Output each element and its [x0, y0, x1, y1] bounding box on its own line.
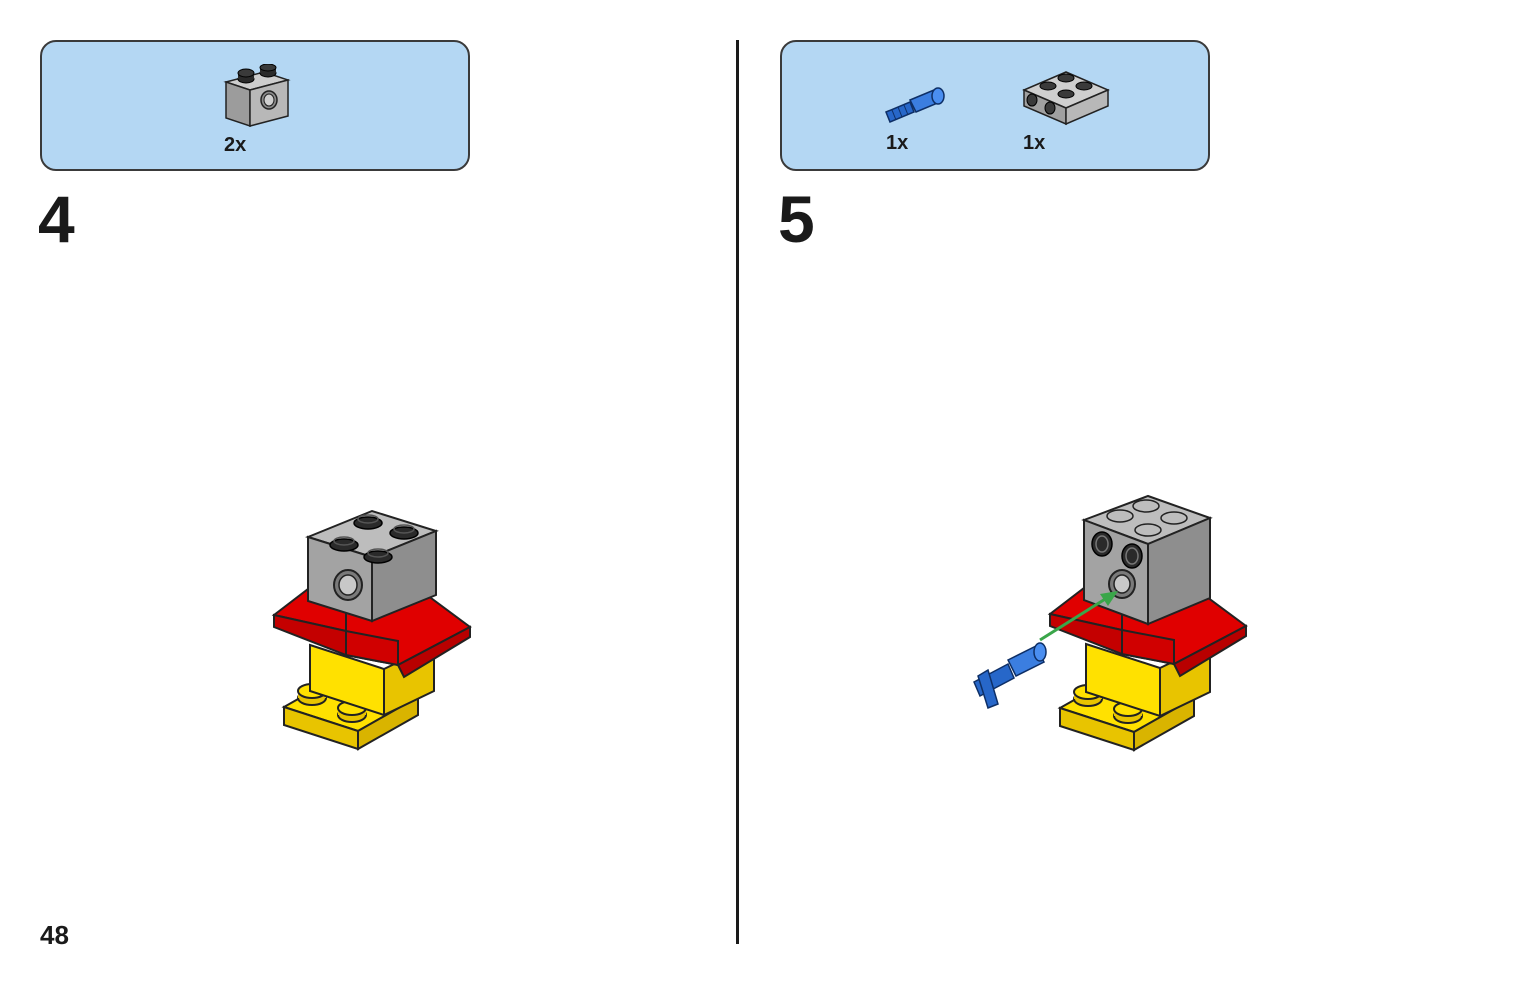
side-stud-brick-part-icon — [1022, 71, 1110, 126]
step-number-5: 5 — [778, 182, 815, 256]
parts-callout-step-4: 2x — [40, 40, 470, 171]
parts-callout-step-5: 1x 1x — [780, 40, 1210, 171]
page-number: 48 — [40, 920, 69, 950]
page-divider — [736, 40, 739, 944]
brick-quantity-label: 1x — [1023, 132, 1046, 154]
part-quantity-label: 2x — [224, 134, 247, 156]
step-4-build-illustration — [271, 509, 472, 751]
axle-pin-quantity-label: 1x — [886, 132, 909, 154]
step-number-4: 4 — [38, 182, 75, 256]
step-5-build-illustration — [973, 494, 1248, 752]
axle-pin-part-icon — [885, 87, 945, 123]
technic-brick-part-icon — [223, 64, 291, 128]
